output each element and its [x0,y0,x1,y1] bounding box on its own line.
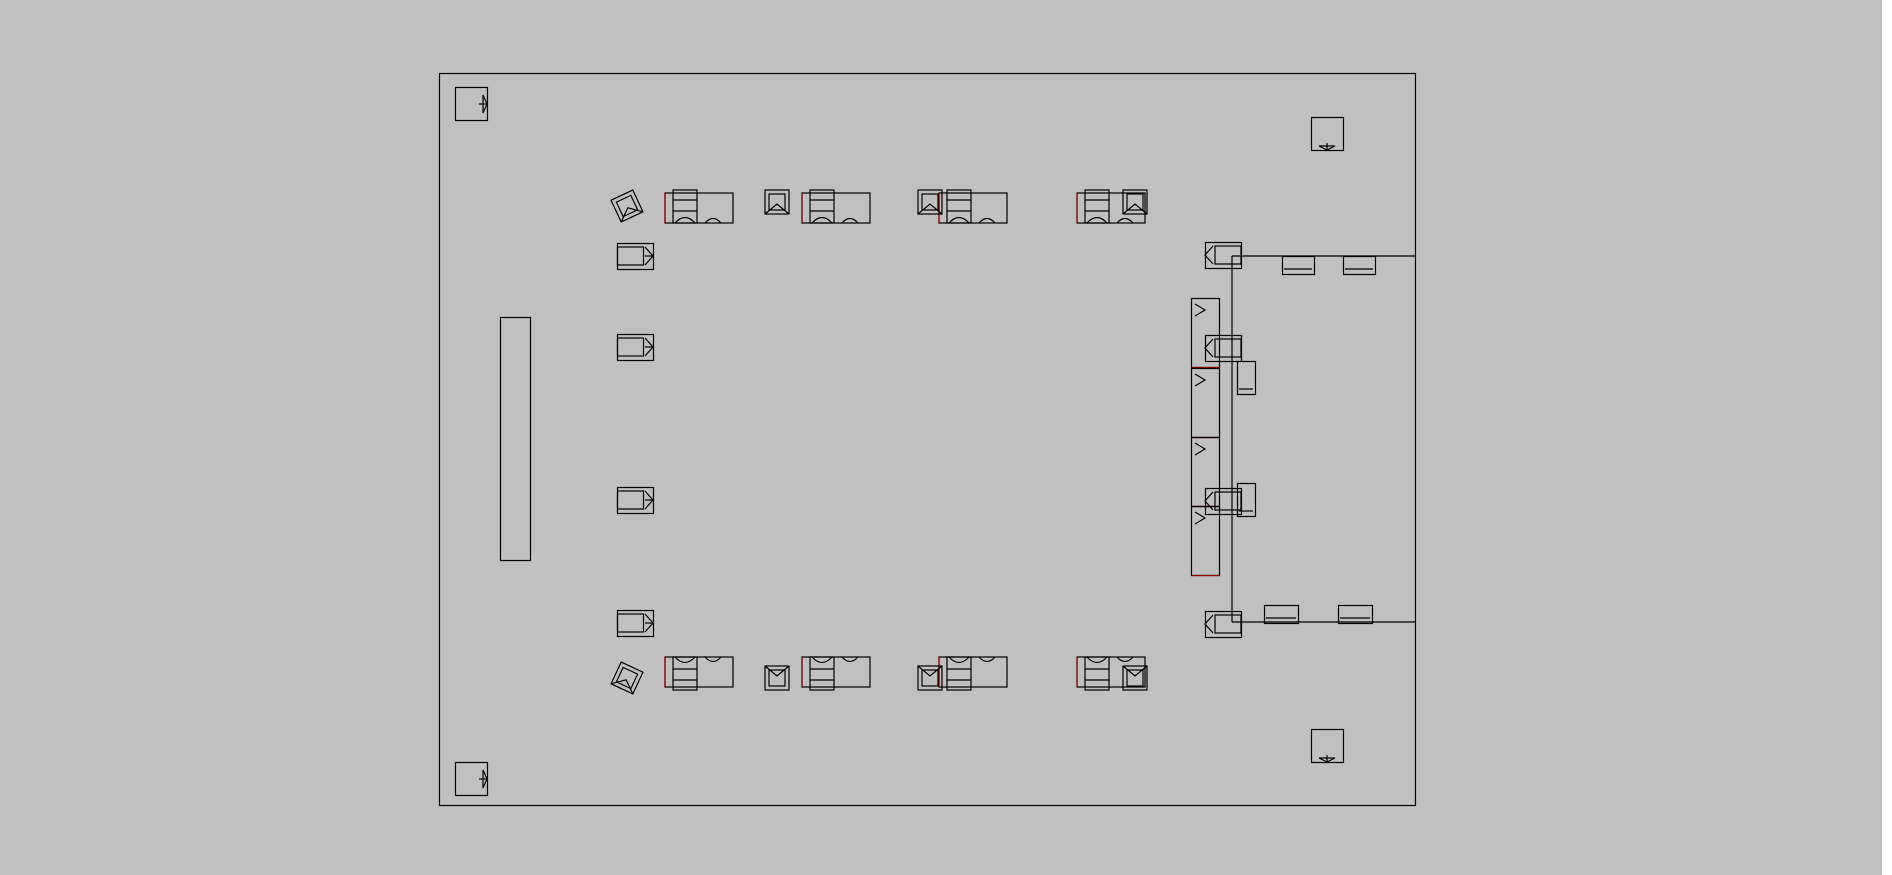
sofa-top-3[interactable] [938,189,1008,224]
stage-bench-top-2[interactable] [1342,255,1377,276]
stage-bench-bottom-2[interactable] [1337,604,1374,625]
viewport-scroll-edge [1882,0,1892,875]
chair-top-2[interactable] [764,189,790,215]
chair-top-left[interactable] [610,189,644,223]
stage-chair-1[interactable] [1204,241,1243,270]
sofa-top-4[interactable] [1076,189,1146,224]
stage-cabinet-4[interactable] [1190,505,1221,577]
side-chair-left-2[interactable] [616,333,655,362]
sofa-top-1[interactable] [664,189,734,224]
chair-bottom-left[interactable] [610,661,644,695]
chair-top-4[interactable] [1122,189,1148,215]
sofa-bottom-1[interactable] [664,656,734,691]
stage-chair-4[interactable] [1204,610,1243,639]
side-chair-left-3[interactable] [616,486,655,515]
stage-cabinet-1[interactable] [1190,297,1221,369]
sofa-bottom-3[interactable] [938,656,1008,691]
stage-chair-3[interactable] [1204,487,1243,516]
corner-speaker-bottom-right[interactable] [1310,728,1345,764]
corner-speaker-top-right[interactable] [1310,116,1345,152]
stage-bench-top-1[interactable] [1281,255,1316,276]
stage-chair-2[interactable] [1204,334,1243,363]
side-chair-left-1[interactable] [616,242,655,271]
stage-bench-side-2[interactable] [1236,482,1257,518]
corner-speaker-top-left[interactable] [454,86,489,122]
projection-screen [499,316,532,562]
stage-bench-side-1[interactable] [1236,360,1257,396]
stage-bench-bottom-1[interactable] [1263,604,1300,625]
sofa-bottom-2[interactable] [801,656,871,691]
chair-bottom-2[interactable] [764,665,790,691]
chair-top-3[interactable] [917,189,943,215]
stage-cabinet-2[interactable] [1190,367,1221,439]
room-outline [438,72,1417,807]
corner-speaker-bottom-left[interactable] [454,761,489,797]
chair-bottom-4[interactable] [1122,665,1148,691]
sofa-bottom-4[interactable] [1076,656,1146,691]
stage-area [1231,255,1416,623]
sofa-top-2[interactable] [801,189,871,224]
chair-bottom-3[interactable] [917,665,943,691]
side-chair-left-4[interactable] [616,609,655,638]
